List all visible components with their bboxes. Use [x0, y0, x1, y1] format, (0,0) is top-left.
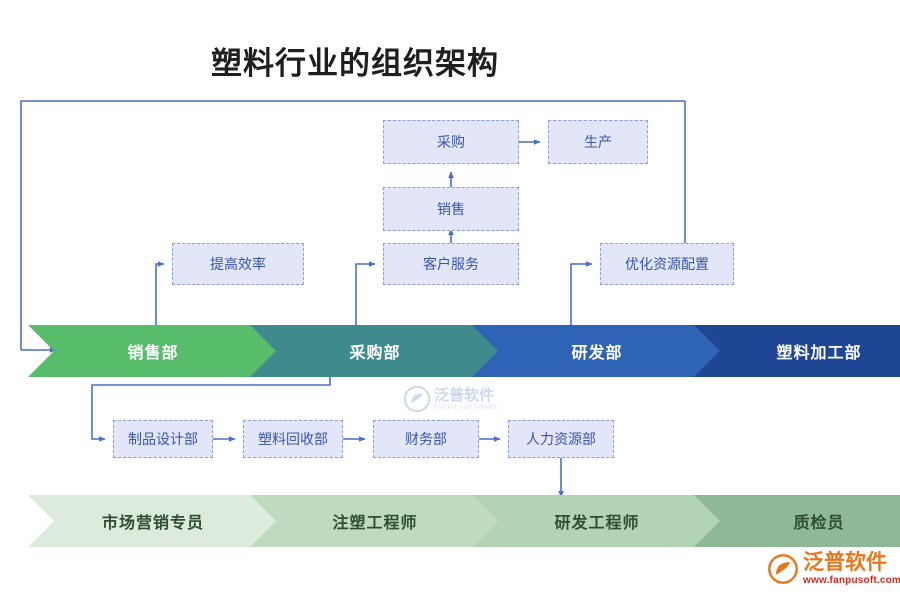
brand-logo-url: www.fanpusoft.com [803, 575, 900, 586]
role-qc-inspector[interactable]: 质检员 [694, 495, 900, 547]
node-label: 销售 [437, 201, 465, 217]
wire-outer-loop [20, 100, 685, 350]
department-purchase-dept[interactable]: 采购部 [250, 325, 500, 377]
node-sales-node[interactable]: 销售 [383, 187, 519, 231]
department-plastic-proc[interactable]: 塑料加工部 [694, 325, 900, 377]
role-label: 研发工程师 [554, 515, 640, 532]
brand-logo-name: 泛普软件 [803, 551, 887, 574]
node-efficiency[interactable]: 提高效率 [172, 243, 304, 285]
department-label: 研发部 [571, 345, 623, 362]
wire-rnddept-to-optimize [570, 261, 593, 330]
wire-purchasedept-to-design [91, 375, 331, 442]
node-label: 提高效率 [210, 256, 266, 272]
node-label: 生产 [584, 134, 612, 150]
node-optimize-res[interactable]: 优化资源配置 [600, 243, 734, 285]
wire-salesdept-to-efficiency [155, 261, 165, 330]
node-hr[interactable]: 人力资源部 [508, 420, 614, 458]
role-label: 市场营销专员 [101, 515, 204, 532]
brand-logo-icon [768, 554, 798, 584]
node-finance[interactable]: 财务部 [373, 420, 479, 458]
role-marketing-spec[interactable]: 市场营销专员 [28, 495, 278, 547]
role-molding-eng[interactable]: 注塑工程师 [250, 495, 500, 547]
role-label: 注塑工程师 [332, 515, 418, 532]
role-rnd-eng[interactable]: 研发工程师 [472, 495, 722, 547]
node-label: 优化资源配置 [625, 256, 709, 272]
node-label: 客户服务 [423, 256, 479, 272]
department-rnd-dept[interactable]: 研发部 [472, 325, 722, 377]
department-sales-dept[interactable]: 销售部 [28, 325, 278, 377]
department-label: 采购部 [349, 345, 401, 362]
node-label: 人力资源部 [526, 431, 596, 447]
node-customer-svc[interactable]: 客户服务 [383, 243, 519, 285]
page-title: 塑料行业的组织架构 [211, 46, 499, 81]
brand-logo: 泛普软件 www.fanpusoft.com [768, 552, 900, 586]
node-plastic-recycle[interactable]: 塑料回收部 [243, 420, 343, 458]
node-product-design[interactable]: 制品设计部 [113, 420, 213, 458]
node-label: 财务部 [405, 431, 447, 447]
department-label: 销售部 [127, 345, 179, 362]
wire-purchasedept-to-cs [355, 261, 376, 330]
node-label: 采购 [437, 134, 465, 150]
node-label: 制品设计部 [128, 431, 198, 447]
role-label: 质检员 [793, 515, 845, 532]
node-production[interactable]: 生产 [548, 120, 648, 164]
department-label: 塑料加工部 [776, 345, 862, 362]
node-purchase[interactable]: 采购 [383, 120, 519, 164]
node-label: 塑料回收部 [258, 431, 328, 447]
